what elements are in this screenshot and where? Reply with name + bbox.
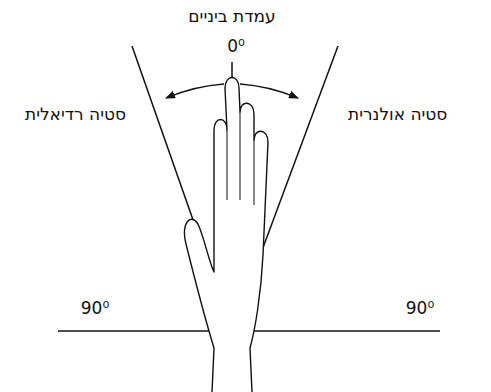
- deviation-label: סטיה רדיאלית: [23, 104, 128, 124]
- radial-arc: [166, 84, 224, 98]
- ulnar-arc: [240, 84, 298, 98]
- angle-label: 90⁰: [404, 298, 436, 318]
- angle-label: 90⁰: [79, 298, 111, 318]
- deviation-label: סטיה אולנרית: [346, 104, 449, 124]
- position-label: עמדת ביניים: [186, 6, 277, 26]
- hand-outline: [185, 78, 268, 392]
- finger-lines: [227, 112, 254, 205]
- angle-label: 0⁰: [225, 36, 247, 56]
